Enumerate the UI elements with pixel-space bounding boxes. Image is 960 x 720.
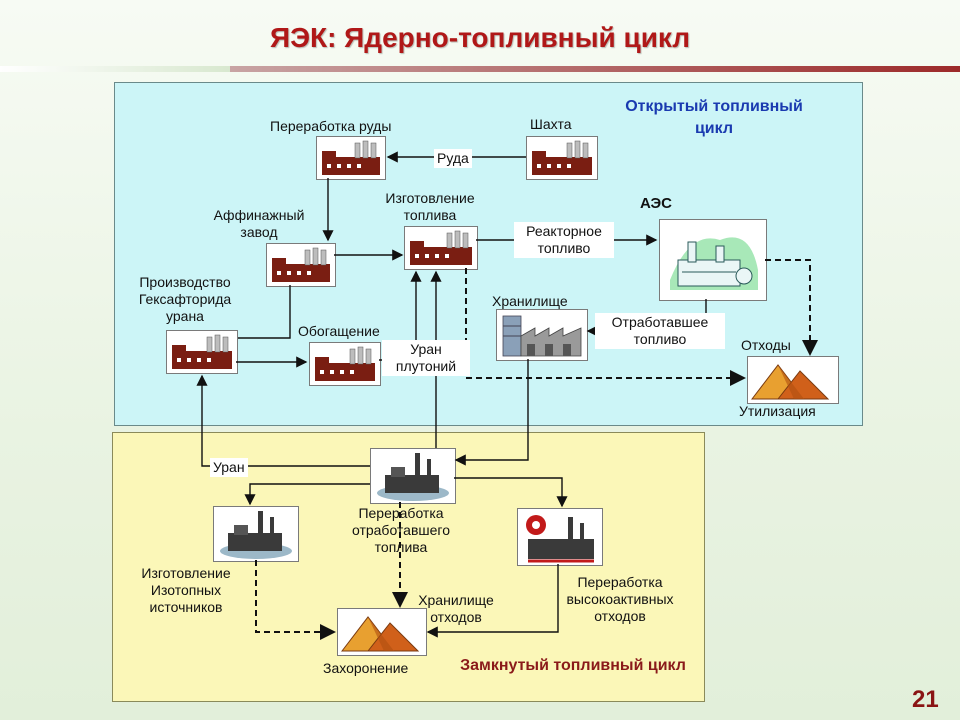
label-hexafluoride: Производство Гексафторида урана xyxy=(138,274,232,324)
industrial-plant-icon xyxy=(220,511,292,559)
label-spent-processing: Переработка отработавшего топлива xyxy=(351,505,451,555)
aes-icon-box xyxy=(659,219,767,301)
pyramid-icon xyxy=(340,616,420,652)
factory-icon xyxy=(532,140,592,175)
isotope-icon-box xyxy=(213,506,299,562)
factory-icon xyxy=(410,230,472,265)
label-mine: Шахта xyxy=(530,116,572,132)
open-cycle-title: Открытый топливный цикл xyxy=(625,98,803,137)
burial-icon-box xyxy=(337,608,427,656)
edge-refinery-hex xyxy=(238,285,291,339)
label-hla-processing: Переработка высокоактивных отходов xyxy=(566,574,674,624)
edge-spent-isotope xyxy=(244,483,370,506)
label-enrichment: Обогащение xyxy=(298,323,380,339)
label-ore-processing: Переработка руды xyxy=(270,118,392,134)
factory-icon xyxy=(322,140,380,175)
fuel-fab-icon-box xyxy=(404,226,478,270)
power-plant-icon xyxy=(670,237,758,290)
industrial-plant-icon xyxy=(377,453,449,501)
label-refinery: Аффинажный завод xyxy=(213,207,305,240)
waste-icon-box xyxy=(747,356,839,404)
page-number: 21 xyxy=(912,686,939,713)
enrichment-icon-box xyxy=(309,342,381,386)
factory-icon xyxy=(172,334,232,369)
page-title: ЯЭК: Ядерно-топливный цикл xyxy=(269,22,691,53)
edge-aes-waste xyxy=(765,259,818,356)
edge-label-uranium-plutonium: Уран плутоний xyxy=(382,340,470,376)
label-waste: Отходы xyxy=(741,337,791,353)
storage-icon-box xyxy=(496,309,588,361)
edge-label-uranium: Уран xyxy=(210,458,248,477)
factory-icon xyxy=(272,247,330,282)
factory-icon xyxy=(315,346,375,381)
ore-processing-icon xyxy=(316,136,386,180)
mine-icon-box xyxy=(526,136,598,180)
spent-processing-icon-box xyxy=(370,448,456,504)
label-aes: АЭС xyxy=(640,195,672,212)
hla-processing-icon-box xyxy=(517,508,603,566)
closed-cycle-title: Замкнутый топливный цикл xyxy=(460,657,686,674)
label-utilization: Утилизация xyxy=(739,403,816,419)
refinery-icon-box xyxy=(266,243,336,287)
title-rule-left xyxy=(0,66,230,72)
edge-label-ore: Руда xyxy=(434,149,472,168)
label-fuel-fab: Изготовление топлива xyxy=(385,190,475,223)
edge-fab-waste xyxy=(465,268,746,386)
edge-storage-spent xyxy=(454,359,529,466)
hexafluoride-icon-box xyxy=(166,330,238,374)
edge-label-waste-storage: Хранилище отходов xyxy=(418,592,494,625)
edge-isotope-burial xyxy=(255,560,336,640)
warehouse-icon xyxy=(502,315,582,357)
edge-hla-burial xyxy=(426,564,559,638)
pyramid-icon xyxy=(750,364,830,400)
label-storage: Хранилище xyxy=(492,293,568,309)
label-burial: Захоронение xyxy=(323,660,409,676)
title-rule-right xyxy=(230,66,960,72)
edge-label-spent-fuel: Отработавшее топливо xyxy=(595,313,725,349)
edge-label-reactor-fuel: Реакторное топливо xyxy=(514,222,614,258)
label-isotope: Изготовление Изотопных источников xyxy=(141,565,231,615)
hazard-plant-icon xyxy=(526,515,594,563)
edge-spent-hex xyxy=(196,374,370,467)
edge-spent-hla xyxy=(454,477,568,508)
